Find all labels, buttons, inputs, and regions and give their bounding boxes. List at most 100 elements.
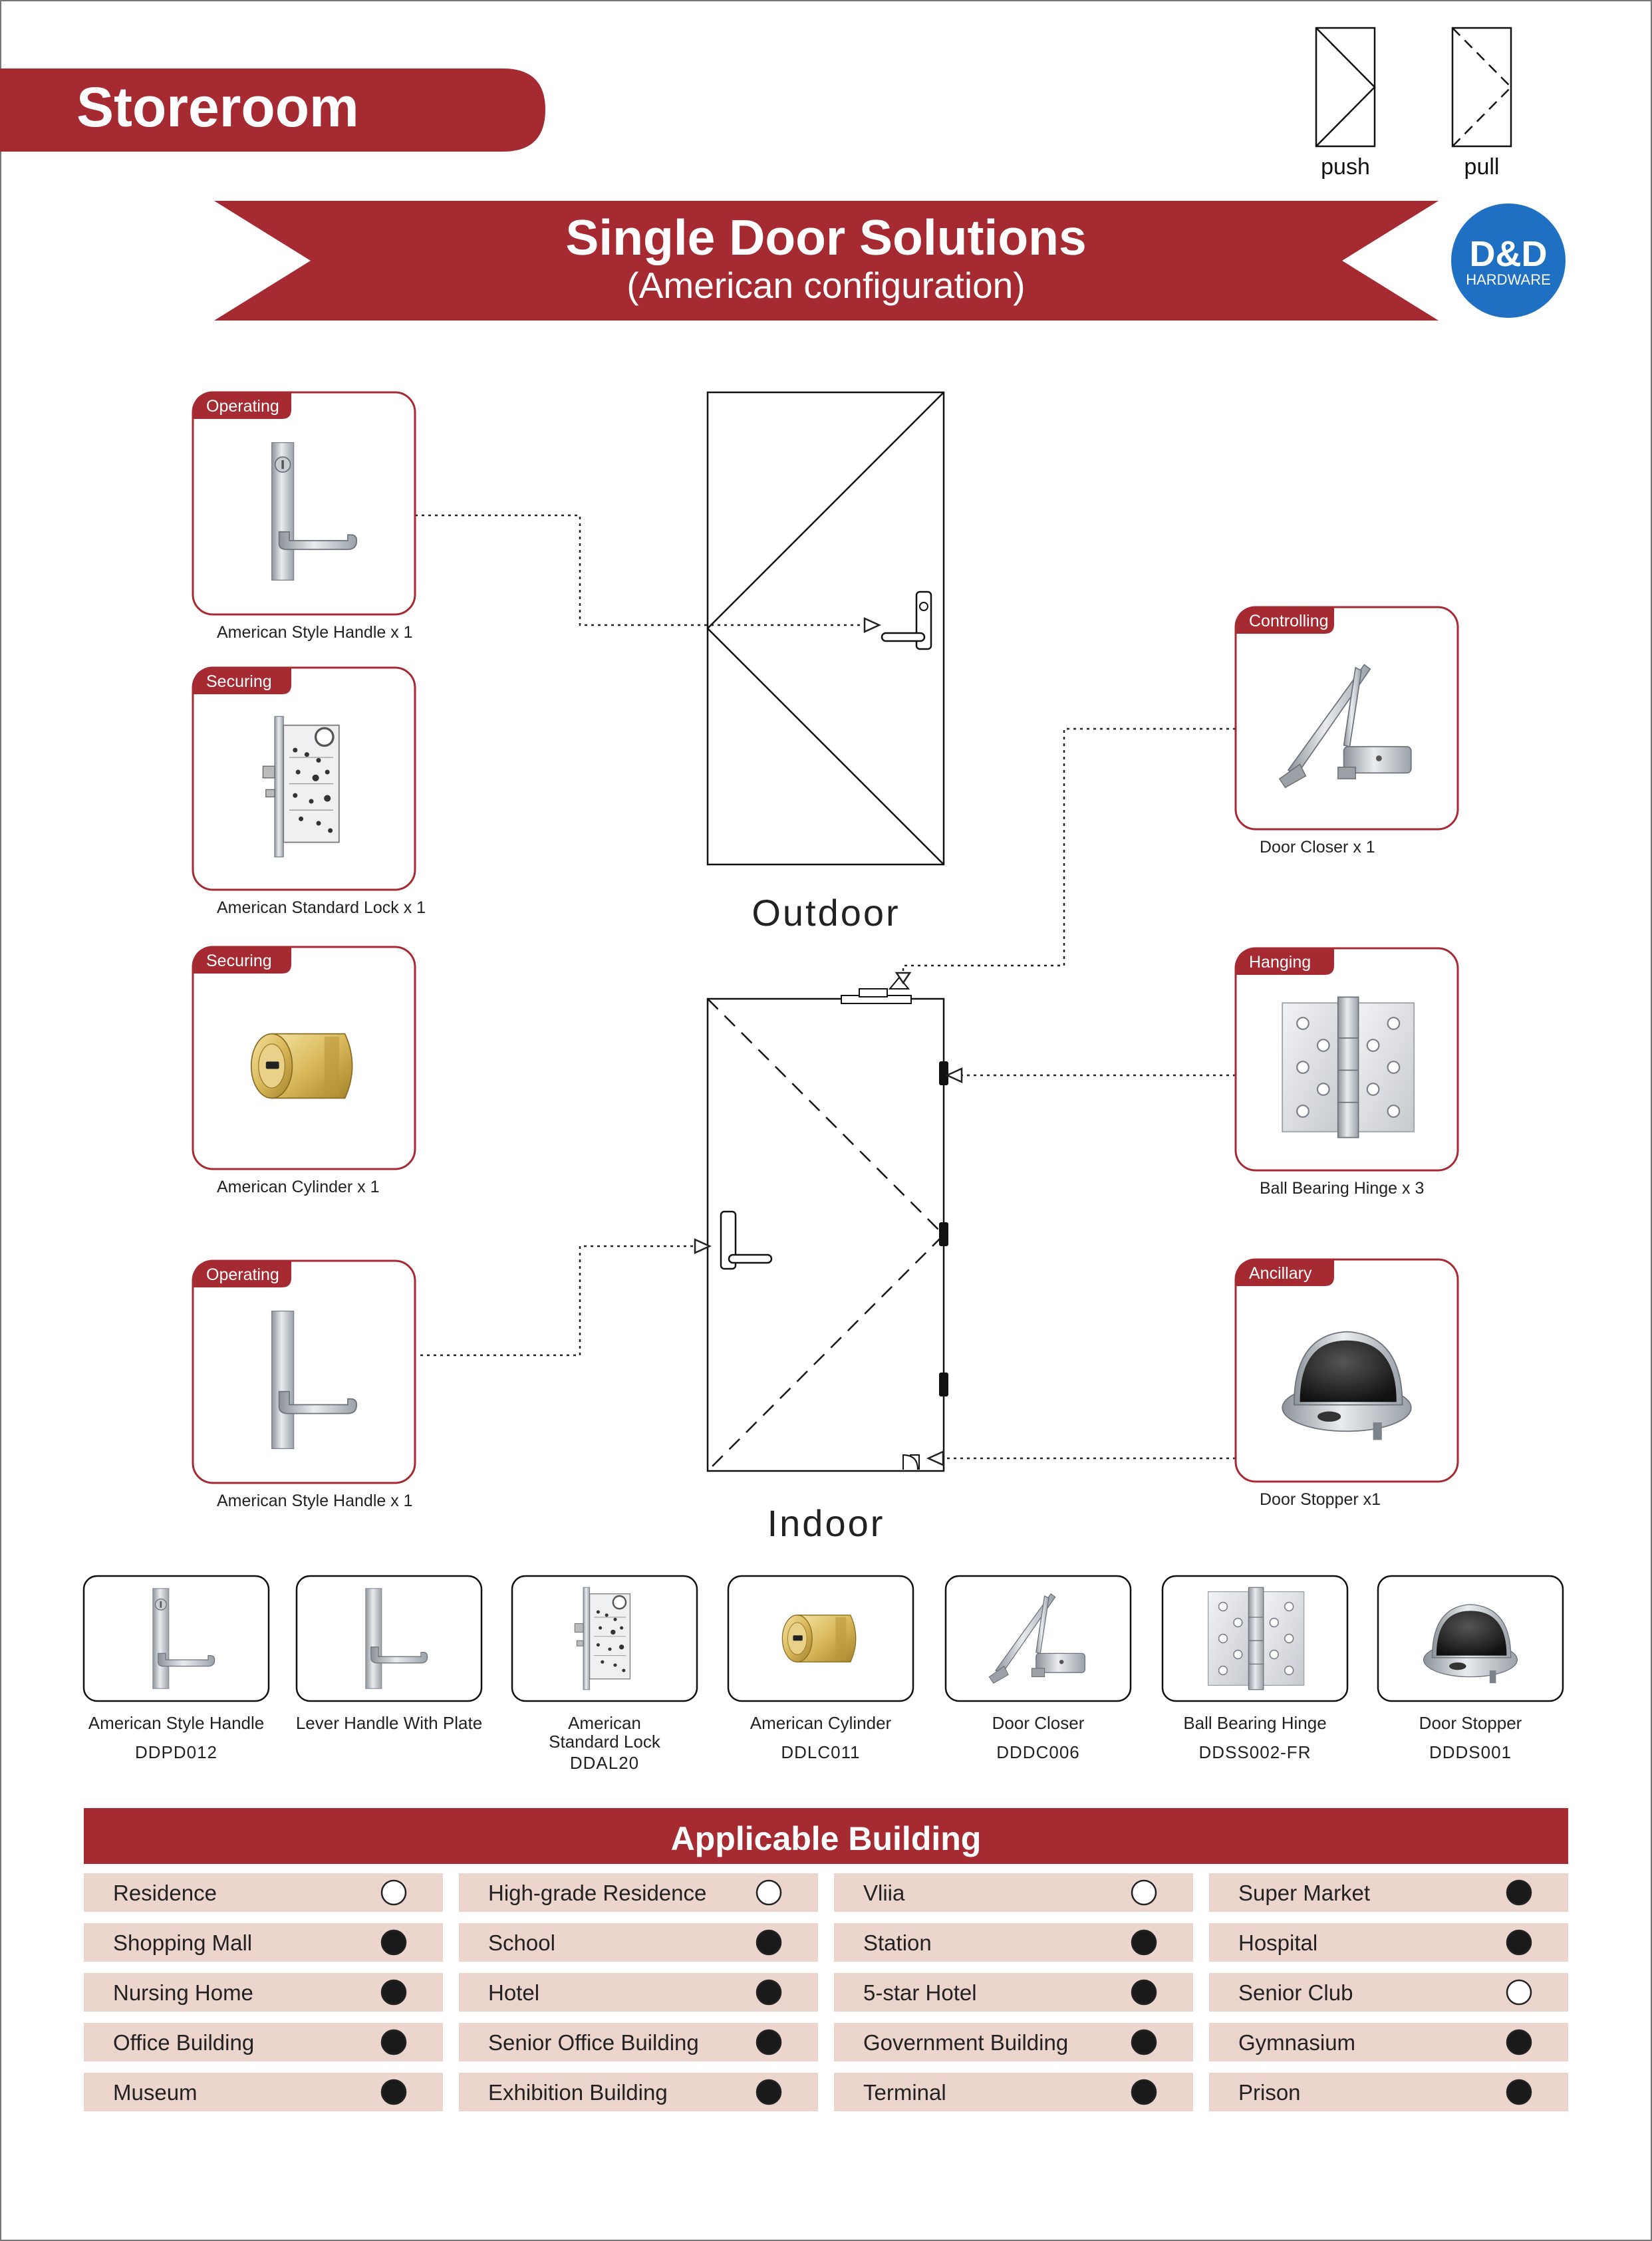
building-name: Station xyxy=(863,1930,932,1955)
building-row: Station xyxy=(834,1923,1193,1962)
building-name: Terminal xyxy=(863,2080,946,2105)
outdoor-label: Outdoor xyxy=(752,892,900,934)
outdoor-door-handle-icon xyxy=(881,591,932,650)
building-row: Hospital xyxy=(1209,1923,1568,1962)
building-name: Vliia xyxy=(863,1881,905,1905)
indoor-door-handle-icon xyxy=(720,1210,773,1270)
building-name: Exhibition Building xyxy=(488,2080,668,2105)
logo-text: D&D xyxy=(1470,234,1548,274)
applicable-building-title: Applicable Building xyxy=(671,1820,982,1857)
not-applicable-circle-icon xyxy=(1131,1879,1157,1906)
card-tag xyxy=(193,947,291,974)
connector-closer xyxy=(902,727,1236,974)
building-row: Super Market xyxy=(1209,1873,1568,1912)
not-applicable-circle-icon xyxy=(380,1879,407,1906)
applicable-dot-icon xyxy=(380,2029,407,2055)
logo-circle xyxy=(1451,203,1566,318)
building-name: Senior Club xyxy=(1238,1980,1353,2005)
building-name: Hospital xyxy=(1238,1930,1317,1955)
building-row: Gymnasium xyxy=(1209,2023,1568,2061)
indoor-door: Indoor xyxy=(706,976,948,1544)
arrow-indoor-handle xyxy=(694,1238,712,1254)
outdoor-swing-line xyxy=(706,392,944,865)
product-code: DDDC006 xyxy=(996,1742,1080,1762)
product-code: DDAL20 xyxy=(570,1753,639,1773)
connectors xyxy=(415,514,1236,1460)
connector-handle-outdoor xyxy=(415,514,865,626)
building-name: Super Market xyxy=(1238,1881,1370,1905)
building-row: Prison xyxy=(1209,2073,1568,2111)
indoor-closer-icon xyxy=(841,976,912,1004)
building-name: Gymnasium xyxy=(1238,2030,1355,2055)
mortise-lock-icon xyxy=(261,715,341,858)
card-caption: Ball Bearing Hinge x 3 xyxy=(1260,1179,1424,1198)
banner-title: Single Door Solutions xyxy=(565,209,1086,265)
building-row: Museum xyxy=(84,2073,443,2111)
building-row: Nursing Home xyxy=(84,1973,443,2012)
card-tag-label: Securing xyxy=(206,952,272,970)
card-caption: American Cylinder x 1 xyxy=(217,1178,380,1196)
building-name: Hotel xyxy=(488,1980,539,2005)
card-tag-label: Controlling xyxy=(1249,612,1329,630)
hinge-icon xyxy=(1281,996,1415,1138)
building-name: 5-star Hotel xyxy=(863,1980,977,2005)
product-code: DDSS002-FR xyxy=(1199,1742,1311,1762)
product-name: Door Stopper xyxy=(1419,1713,1522,1733)
connector-handle-indoor xyxy=(420,1245,698,1357)
card-caption: Door Closer x 1 xyxy=(1260,838,1375,857)
brand-logo: D&D HARDWARE xyxy=(1451,203,1566,318)
product-name: Ball Bearing Hinge xyxy=(1183,1713,1326,1733)
building-row: Senior Club xyxy=(1209,1973,1568,2012)
brass-cylinder-icon xyxy=(250,1033,353,1099)
card-frame xyxy=(192,391,416,616)
applicable-dot-icon xyxy=(380,2079,407,2105)
building-row: Office Building xyxy=(84,2023,443,2061)
indoor-swing-line xyxy=(707,998,945,1472)
building-name: Museum xyxy=(113,2080,198,2105)
solutions-banner: Single Door Solutions (American configur… xyxy=(214,201,1439,321)
building-row: Terminal xyxy=(834,2073,1193,2111)
product-frame xyxy=(82,1575,270,1702)
building-row: School xyxy=(459,1923,818,1962)
card-tag-label: Operating xyxy=(206,397,279,416)
building-name: School xyxy=(488,1930,555,1955)
mortise-lock-icon xyxy=(573,1586,631,1691)
applicable-dot-icon xyxy=(1131,2029,1157,2055)
applicable-dot-icon xyxy=(1131,1979,1157,2006)
outdoor-door-frame xyxy=(706,391,945,866)
push-label: push xyxy=(1321,154,1370,180)
banner-ribbon xyxy=(214,201,1439,321)
card-tag xyxy=(193,1261,291,1287)
building-row: Vliia xyxy=(834,1873,1193,1912)
card-caption: American Style Handle x 1 xyxy=(217,1492,413,1510)
product-code: DDPD012 xyxy=(135,1742,217,1762)
card-frame xyxy=(1234,606,1459,831)
product-code: DDDS001 xyxy=(1429,1742,1512,1762)
outdoor-door: Outdoor xyxy=(706,391,945,934)
card-tag xyxy=(1236,607,1334,634)
card-tag xyxy=(1236,1259,1334,1286)
building-row: Hotel xyxy=(459,1973,818,2012)
push-legend-icon xyxy=(1315,27,1376,148)
card-tag xyxy=(193,392,291,419)
product-card[interactable]: Lever Handle With Plate xyxy=(295,1575,483,1733)
not-applicable-circle-icon xyxy=(1506,1979,1532,2006)
card-tag-label: Hanging xyxy=(1249,953,1311,972)
arrow-outdoor-handle xyxy=(863,617,882,633)
